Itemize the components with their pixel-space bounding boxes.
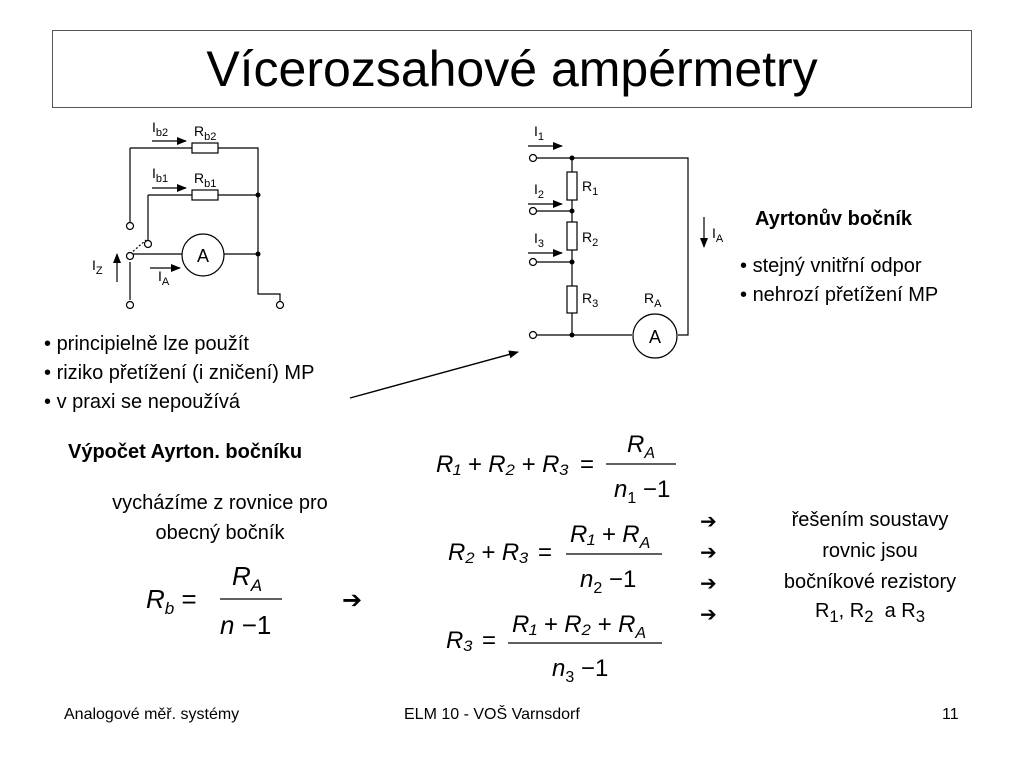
node-r-2	[569, 208, 575, 214]
node-r-4	[569, 332, 575, 338]
result-line-4: R1, R2 a R3	[814, 600, 926, 626]
label-ib2: Ib2	[152, 119, 168, 139]
terminal-i3	[528, 257, 538, 267]
svg-text:n3 −1: n3 −1	[552, 655, 608, 686]
contact-b1	[143, 239, 153, 249]
footer-left: Analogové měř. systémy	[64, 706, 240, 723]
meter-right-label: A	[649, 327, 661, 347]
implies-arrow-2: ➔	[700, 539, 717, 564]
pointer-arrow	[349, 350, 519, 399]
terminal-i2	[528, 206, 538, 216]
label-r3: R3	[582, 290, 598, 310]
formula-general: Rb = RA n −1	[146, 561, 282, 640]
left-circuit	[129, 142, 281, 303]
slide-title: Vícerozsahové ampérmetry	[206, 41, 818, 97]
calc-intro-line-1: vycházíme z rovnice pro	[112, 492, 328, 514]
calc-intro-line-2: obecný bočník	[155, 522, 285, 544]
ayrton-bullets: stejný vnitřní odpor nehrozí přetížení M…	[740, 252, 939, 310]
contact-common	[125, 251, 135, 261]
left-bullet-2: riziko přetížení (i zničení) MP	[44, 359, 315, 388]
node-r-3	[569, 259, 575, 265]
resistor-rb1	[191, 189, 219, 201]
right-wire-top	[536, 157, 689, 336]
formula-eq2: R₂ + R₃ = R₁ + RA n2 −1	[448, 521, 662, 597]
svg-text:n1 −1: n1 −1	[614, 476, 670, 507]
ayrton-heading: Ayrtonův bočník	[755, 208, 913, 230]
label-ra: RA	[644, 290, 662, 310]
resistor-rb2	[191, 142, 219, 154]
implies-arrow-3: ➔	[700, 570, 717, 595]
meter-left-label: A	[197, 246, 209, 266]
label-ia-left: IA	[158, 268, 170, 288]
svg-text:R₁ + R₂ + R₃: R₁ + R₂ + R₃	[436, 451, 569, 478]
calc-heading: Výpočet Ayrton. bočníku	[68, 441, 303, 463]
svg-text:R₂ + R₃: R₂ + R₃	[448, 539, 529, 566]
implies-arrow-1: ➔	[700, 508, 717, 533]
result-block: ➔ řešením soustavy ➔ rovnic jsou ➔ bočníkov…	[700, 505, 1000, 629]
meter-right	[632, 313, 678, 359]
left-bullet-1: principielně lze použít	[44, 330, 314, 359]
node-left-top	[255, 192, 261, 198]
result-line-3: bočníkové rezistory	[783, 571, 957, 593]
left-bullets: principielně lze použít riziko přetížení…	[44, 330, 315, 417]
resistor-r1	[566, 171, 578, 201]
switch-arm	[129, 239, 147, 255]
resistor-r3	[566, 285, 578, 314]
result-line-1: řešením soustavy	[791, 509, 949, 531]
label-r1: R1	[582, 178, 598, 198]
label-rb2: Rb2	[194, 123, 216, 143]
terminal-right-bottom	[275, 300, 285, 310]
implies-arrow-general: ➔	[342, 587, 362, 614]
label-iz: IZ	[92, 257, 103, 277]
terminal-i1	[528, 153, 538, 163]
left-contact-wires	[129, 148, 149, 242]
formula-eq1: R₁ + R₂ + R₃ = RA n1 −1	[436, 431, 676, 507]
label-ia-right: IA	[712, 225, 724, 245]
resistor-r2	[566, 221, 578, 251]
node-r-1	[569, 155, 575, 161]
label-ib1: Ib1	[152, 165, 168, 185]
svg-text:n −1: n −1	[220, 610, 271, 640]
right-circuit	[536, 157, 689, 359]
left-wire-top	[130, 147, 281, 303]
svg-text:R₃: R₃	[446, 627, 473, 654]
calc-intro: vycházíme z rovnice pro obecný bočník	[60, 488, 380, 548]
svg-text:Rb =: Rb =	[146, 584, 197, 618]
contact-b2	[125, 221, 135, 231]
svg-text:=: =	[538, 539, 552, 566]
node-left-mid	[255, 251, 261, 257]
ayrton-bullet-1: stejný vnitřní odpor	[740, 252, 938, 281]
title-box: Vícerozsahové ampérmetry	[52, 30, 972, 108]
svg-text:n2 −1: n2 −1	[580, 566, 636, 597]
svg-text:R₁ + R₂ + RA: R₁ + R₂ + RA	[512, 611, 646, 642]
implies-arrow-4: ➔	[700, 601, 717, 626]
label-rb1: Rb1	[194, 170, 216, 190]
label-i3: I3	[534, 230, 544, 250]
footer-center: ELM 10 - VOŠ Varnsdorf	[404, 706, 580, 723]
svg-text:R₁ + RA: R₁ + RA	[570, 521, 650, 552]
result-line-2: rovnic jsou	[822, 540, 918, 562]
meter-left	[181, 233, 225, 277]
svg-text:RA: RA	[627, 431, 655, 462]
footer-page-number: 11	[942, 706, 959, 723]
terminal-common	[528, 330, 538, 340]
svg-text:=: =	[482, 627, 496, 654]
right-wire-taps	[536, 210, 572, 263]
ayrton-bullet-2: nehrozí přetížení MP	[740, 281, 939, 310]
label-r2: R2	[582, 229, 598, 249]
left-bullet-3: v praxi se nepoužívá	[44, 388, 314, 417]
label-i2: I2	[534, 181, 544, 201]
svg-text:RA: RA	[232, 561, 262, 595]
formula-eq3: R₃ = R₁ + R₂ + RA n3 −1	[446, 611, 662, 686]
terminal-left-bottom	[125, 300, 135, 310]
label-i1: I1	[534, 123, 544, 143]
svg-text:=: =	[580, 451, 594, 478]
